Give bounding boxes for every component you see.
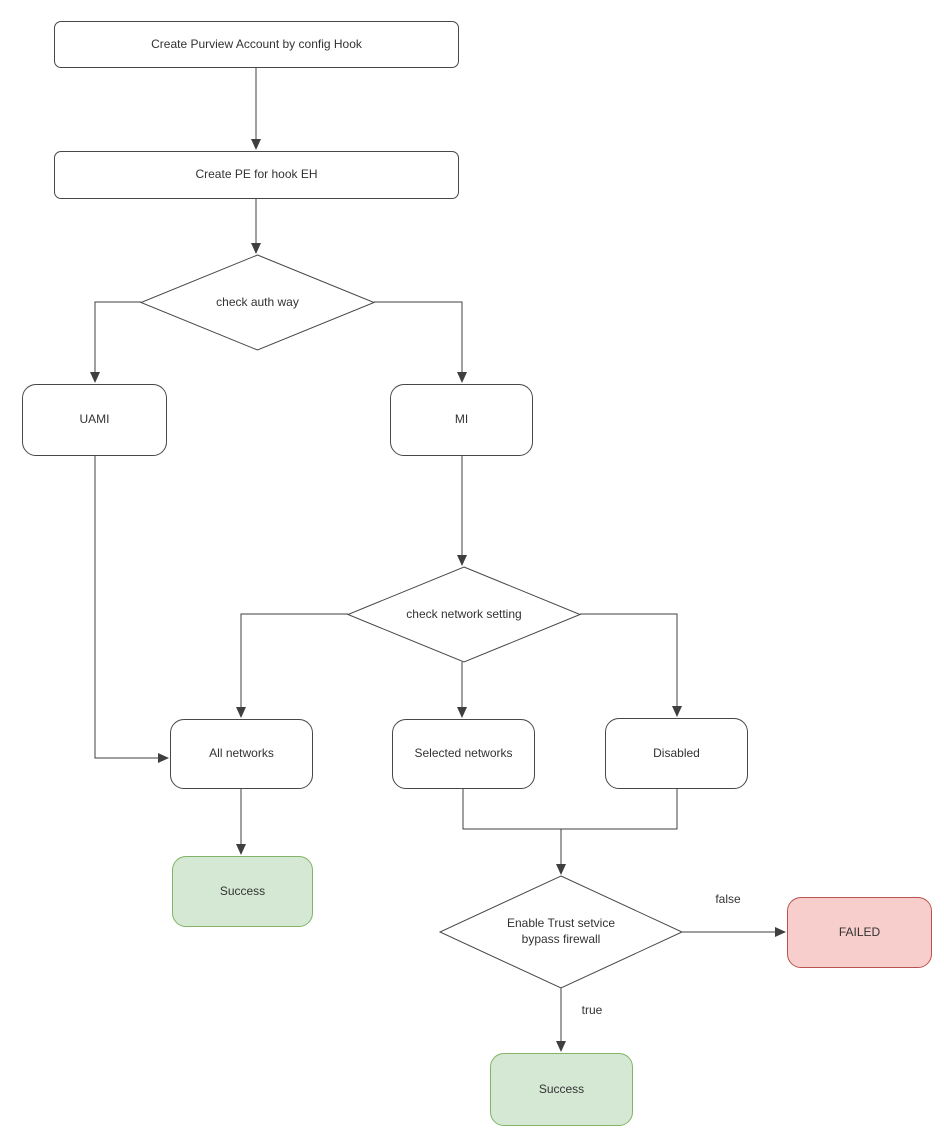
node-create-pe-label: Create PE for hook EH (195, 167, 318, 182)
edge-check-auth-to-mi (374, 301, 467, 383)
decision-diamond-shape (139, 254, 376, 351)
node-create-account-label: Create Purview Account by config Hook (151, 36, 362, 51)
node-uami: UAMI (22, 384, 167, 456)
node-check-network: check network setting (346, 566, 582, 663)
node-success-label: Success (219, 883, 266, 898)
edge-check-auth-to-uami (90, 301, 141, 383)
decision-diamond-shape (438, 875, 684, 989)
node-disabled: Disabled (605, 718, 748, 789)
node-disabled-label: Disabled (653, 745, 700, 760)
node-success-all-networks: Success (172, 856, 313, 927)
node-all-networks: All networks (170, 719, 313, 789)
node-enable-trust-label: Enable Trust setvice bypass firewall (506, 916, 616, 946)
node-success-label: Success (538, 1081, 585, 1096)
node-selected-networks: Selected networks (392, 719, 535, 789)
node-create-pe: Create PE for hook EH (54, 151, 459, 199)
node-mi: MI (390, 384, 533, 456)
node-uami-label: UAMI (79, 412, 110, 427)
node-check-auth-label: check auth way (216, 294, 299, 309)
node-enable-trust: Enable Trust setvice bypass firewall (438, 875, 684, 989)
edge-label-false: false (715, 892, 741, 906)
node-check-auth: check auth way (139, 254, 376, 351)
node-mi-label: MI (454, 412, 469, 427)
decision-diamond-shape (346, 566, 582, 663)
node-success-trust: Success (490, 1053, 633, 1126)
node-selected-networks-label: Selected networks (414, 746, 513, 761)
node-create-account: Create Purview Account by config Hook (54, 21, 459, 68)
edge-label-true: true (581, 1003, 603, 1017)
node-failed-label: FAILED (838, 924, 881, 939)
edge-selected-disabled-merge (462, 789, 678, 830)
node-failed: FAILED (787, 897, 932, 968)
edge-uami-to-all-networks (94, 456, 169, 763)
node-all-networks-label: All networks (209, 746, 274, 761)
node-check-network-label: check network setting (406, 606, 522, 621)
edge-check-network-to-disabled (580, 613, 682, 717)
edge-check-network-to-all-networks (236, 613, 348, 718)
